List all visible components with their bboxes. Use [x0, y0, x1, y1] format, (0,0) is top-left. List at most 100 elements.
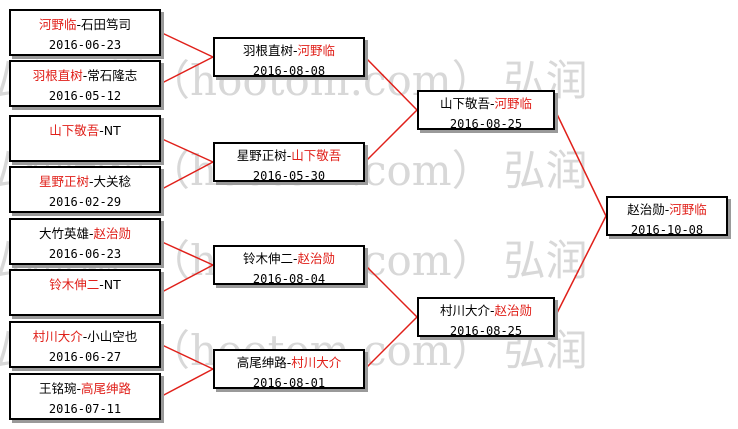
round2-match-2: 星野正树-山下敬吾 2016-05-30 [213, 142, 365, 183]
round1-match-7: 村川大介-小山空也 2016-06-27 [9, 321, 161, 368]
bracket-connector-line [160, 264, 214, 294]
bracket-connector-line [364, 109, 418, 163]
player-name: 羽根直树 [32, 68, 83, 83]
bracket-connector-line [160, 368, 214, 398]
match-players: 铃木伸二-NT [11, 275, 159, 295]
match-players: 高尾绅路-村川大介 [215, 353, 363, 373]
match-date: 2016-08-01 [252, 376, 326, 390]
match-players: 羽根直树-河野临 [215, 41, 363, 61]
player-name: 村川大介 [291, 355, 342, 370]
player-separator: - [286, 355, 292, 370]
match-date: 2016-05-30 [252, 169, 326, 183]
player-name: 王铭琬 [38, 381, 77, 396]
match-players: 星野正树-山下敬吾 [215, 146, 363, 166]
match-players: 羽根直树-常石隆志 [11, 66, 159, 86]
bracket-connector-line [554, 109, 607, 217]
player-name: 赵治勋 [93, 226, 132, 241]
match-date: 2016-10-08 [630, 223, 704, 237]
player-name: 河野临 [494, 96, 533, 111]
match-date: 2016-05-12 [48, 89, 122, 103]
round2-match-3: 铃木伸二-赵治勋 2016-08-04 [213, 245, 365, 286]
player-name: 山下敬吾 [291, 148, 342, 163]
bracket-connector-line [160, 240, 214, 266]
player-name: 高尾绅路 [236, 355, 287, 370]
round1-match-4: 星野正树-大关稔 2016-02-29 [9, 166, 161, 213]
player-name: 大关稔 [93, 174, 132, 189]
player-name: 山下敬吾 [439, 96, 490, 111]
round3-match-2: 村川大介-赵治勋 2016-08-25 [417, 297, 555, 338]
bracket-connector-line [160, 56, 214, 85]
player-name: NT [103, 277, 121, 292]
player-name: 河野临 [38, 17, 77, 32]
player-name: 赵治勋 [494, 303, 533, 318]
player-separator: - [88, 226, 94, 241]
bracket-connector-line [364, 264, 418, 318]
player-separator: - [664, 202, 670, 217]
player-name: 山下敬吾 [49, 123, 100, 138]
bracket-connector-line [160, 137, 214, 163]
bracket-connector-line [364, 56, 418, 111]
player-name: 河野临 [669, 202, 707, 217]
match-date: 2016-08-25 [449, 117, 523, 131]
player-name: 河野临 [297, 43, 336, 58]
bracket-connector-line [160, 161, 214, 191]
player-name: 小山空也 [87, 329, 138, 344]
player-name: 赵治勋 [627, 202, 665, 217]
round1-match-6: 铃木伸二-NT [9, 269, 161, 316]
player-name: 村川大介 [439, 303, 490, 318]
match-date: 2016-08-04 [252, 272, 326, 286]
player-separator: - [286, 148, 292, 163]
round1-match-2: 羽根直树-常石隆志 2016-05-12 [9, 60, 161, 107]
player-name: 星野正树 [38, 174, 89, 189]
player-separator: - [82, 329, 88, 344]
bracket-connector-line [160, 343, 214, 370]
bracket-connector-line [554, 215, 607, 318]
player-name: 铃木伸二 [242, 251, 293, 266]
round1-match-8: 王铭琬-高尾绅路 2016-07-11 [9, 373, 161, 420]
round1-match-1: 河野临-石田笃司 2016-06-23 [9, 9, 161, 56]
round2-match-4: 高尾绅路-村川大介 2016-08-01 [213, 349, 365, 390]
match-players: 山下敬吾-河野临 [419, 94, 553, 114]
player-name: 铃木伸二 [49, 277, 100, 292]
player-name: 常石隆志 [87, 68, 138, 83]
player-separator: - [99, 123, 104, 138]
bracket-connector-line [364, 316, 418, 370]
player-name: NT [103, 123, 121, 138]
match-players: 大竹英雄-赵治勋 [11, 224, 159, 244]
match-players: 星野正树-大关稔 [11, 172, 159, 192]
match-players: 王铭琬-高尾绅路 [11, 379, 159, 399]
match-date: 2016-02-29 [48, 195, 122, 209]
match-date: 2016-08-25 [449, 324, 523, 338]
match-players: 铃木伸二-赵治勋 [215, 249, 363, 269]
match-date: 2016-06-27 [48, 350, 122, 364]
round1-match-3: 山下敬吾-NT [9, 115, 161, 162]
round4-match-1: 赵治勋-河野临 2016-10-08 [606, 196, 728, 237]
player-name: 赵治勋 [297, 251, 336, 266]
player-separator: - [82, 68, 88, 83]
match-players: 河野临-石田笃司 [11, 15, 159, 35]
round2-match-1: 羽根直树-河野临 2016-08-08 [213, 37, 365, 78]
player-separator: - [99, 277, 104, 292]
round3-match-1: 山下敬吾-河野临 2016-08-25 [417, 90, 555, 131]
match-date: 2016-07-11 [48, 402, 122, 416]
player-separator: - [76, 381, 81, 396]
match-players: 村川大介-赵治勋 [419, 301, 553, 321]
player-separator: - [292, 251, 298, 266]
player-separator: - [88, 174, 94, 189]
player-name: 大竹英雄 [38, 226, 89, 241]
player-separator: - [489, 303, 495, 318]
match-players: 赵治勋-河野临 [608, 200, 726, 220]
player-name: 羽根直树 [242, 43, 293, 58]
match-players: 村川大介-小山空也 [11, 327, 159, 347]
player-name: 星野正树 [236, 148, 287, 163]
match-date: 2016-06-23 [48, 247, 122, 261]
player-separator: - [292, 43, 298, 58]
player-name: 村川大介 [32, 329, 83, 344]
match-players: 山下敬吾-NT [11, 121, 159, 141]
bracket-connector-line [160, 31, 214, 58]
match-date: 2016-08-08 [252, 64, 326, 78]
player-separator: - [489, 96, 495, 111]
match-date: 2016-06-23 [48, 38, 122, 52]
player-name: 石田笃司 [81, 17, 132, 32]
player-separator: - [76, 17, 81, 32]
